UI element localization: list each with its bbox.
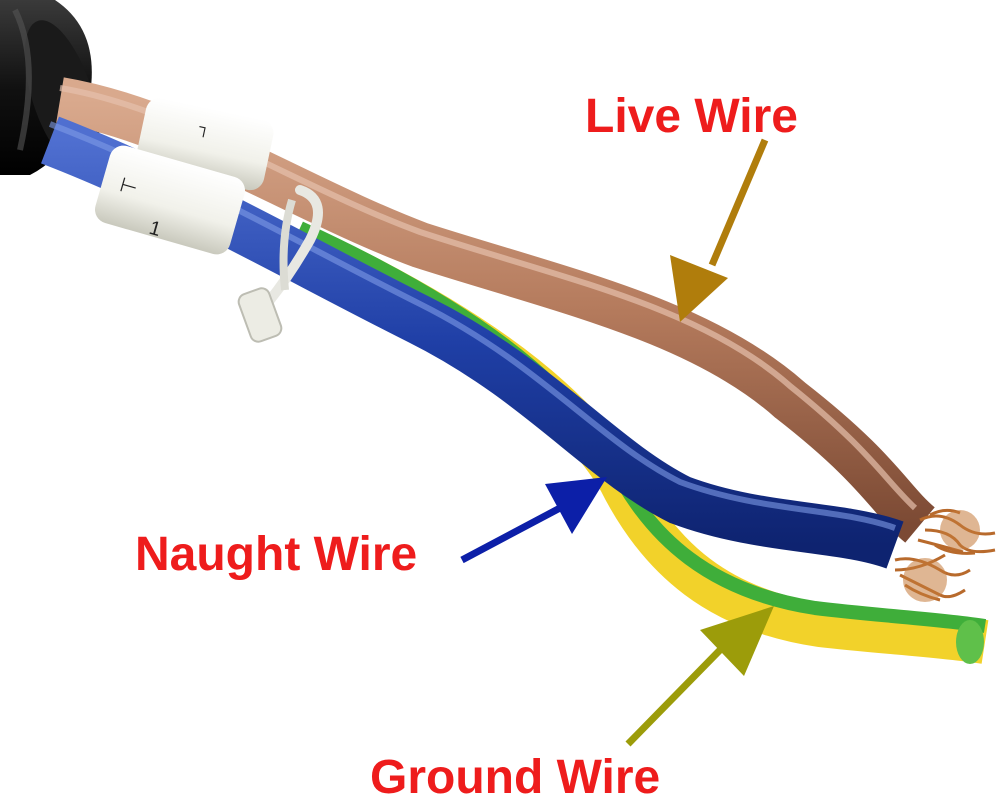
live-wire-label: Live Wire (585, 90, 798, 143)
ground-wire-label: Ground Wire (370, 751, 660, 803)
marker-sleeve-lower: ⊢ 1 (95, 145, 245, 255)
svg-text:┐: ┐ (196, 118, 212, 139)
ground-wire-arrow (625, 606, 774, 747)
zip-tie (237, 185, 323, 343)
naught-wire-label: Naught Wire (135, 528, 417, 581)
live-wire-copper-strands (917, 508, 996, 555)
svg-text:⊢: ⊢ (117, 174, 140, 200)
ground-wire-end (956, 620, 984, 664)
naught-wire-copper-strands (894, 553, 971, 602)
live-wire-arrow (670, 138, 769, 322)
naught-wire-arrow (460, 477, 607, 564)
